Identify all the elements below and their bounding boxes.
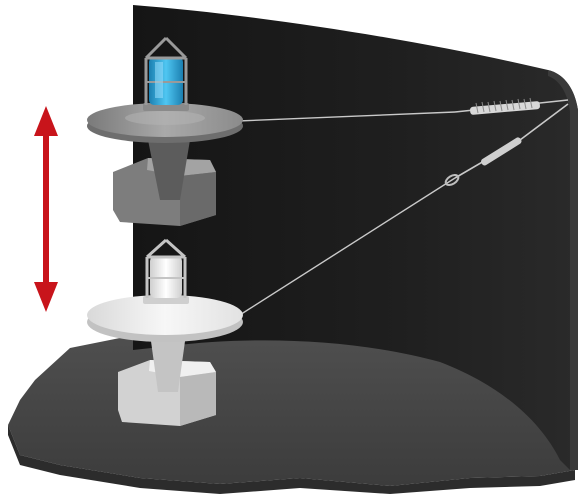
double-vertical-arrow-icon xyxy=(34,106,58,312)
